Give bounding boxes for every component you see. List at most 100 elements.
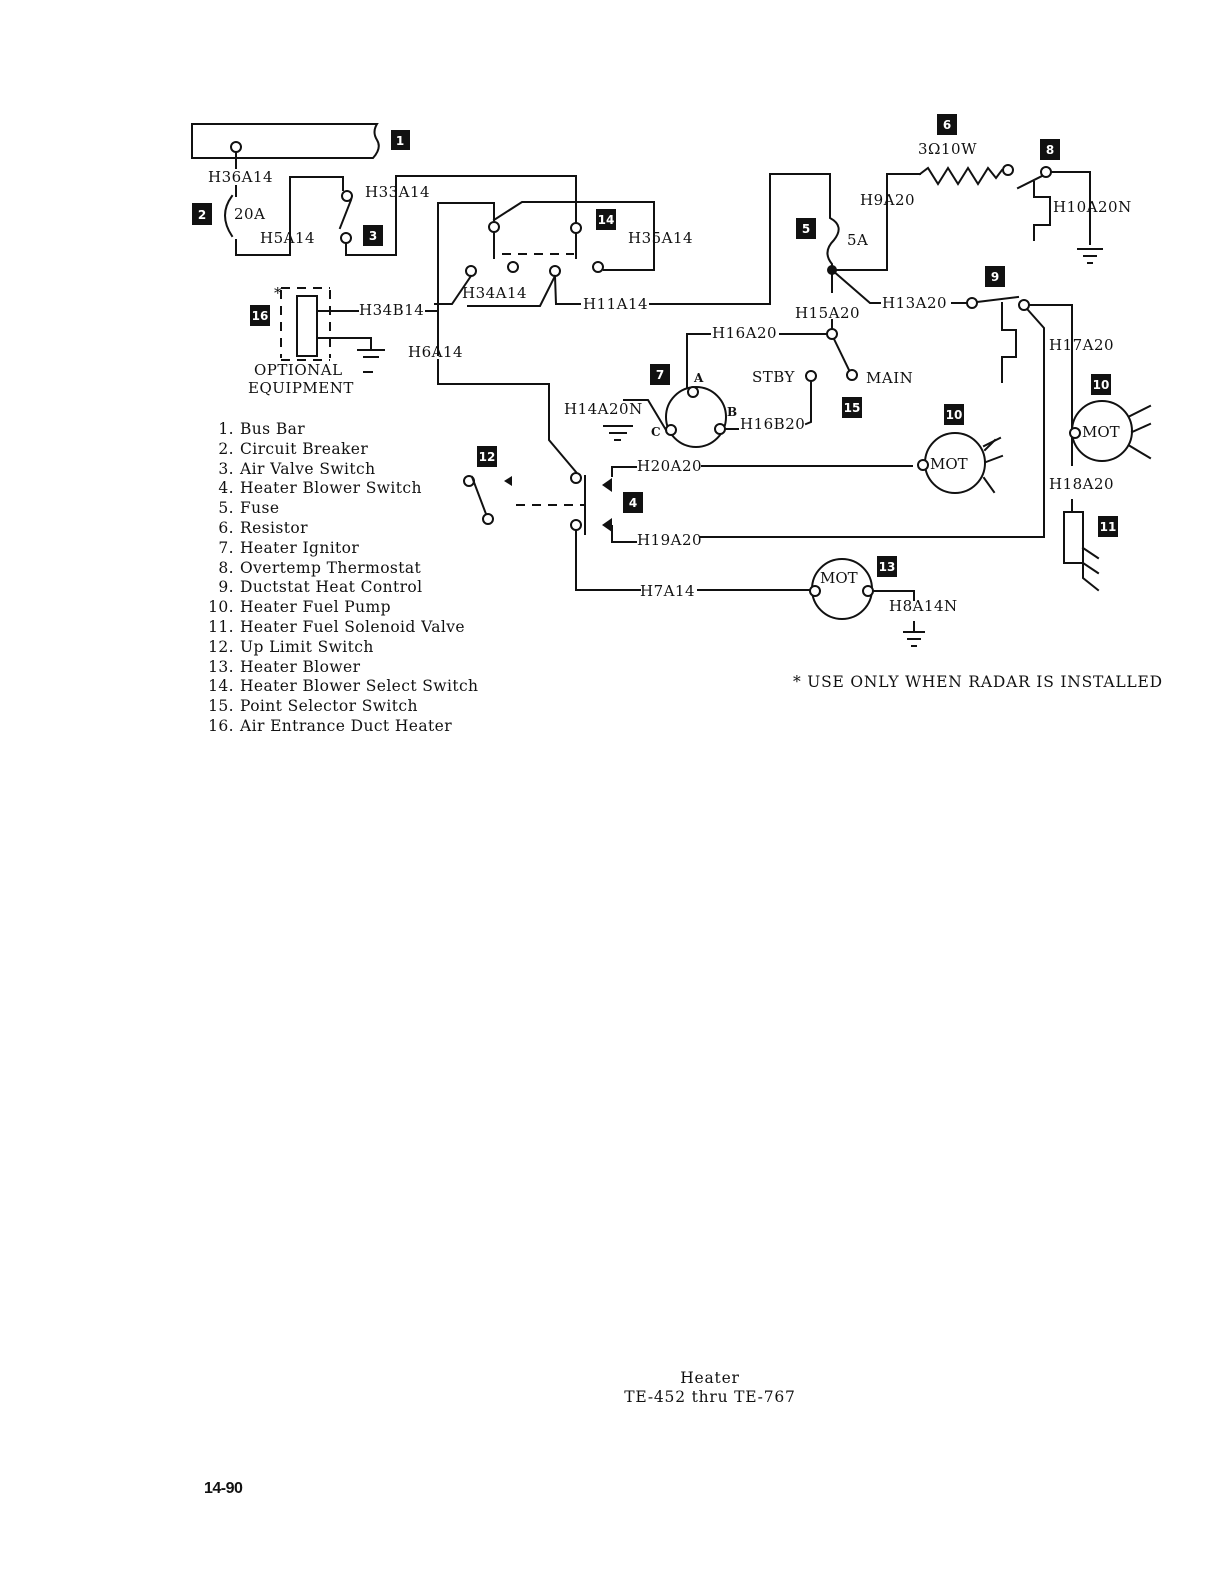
point-selector-switch	[686, 319, 858, 426]
wire-label-h17a20: H17A20	[1049, 336, 1114, 354]
wire-label-h33a14: H33A14	[365, 183, 430, 201]
bus-bar	[191, 123, 380, 169]
svg-text:15: 15	[844, 401, 861, 415]
svg-text:14: 14	[598, 213, 615, 227]
legend-item: 9.Ductstat Heat Control	[200, 578, 478, 598]
legend-item: 16. Air Entrance Duct Heater	[200, 717, 478, 737]
legend-item-label: Heater Fuel Pump	[240, 598, 391, 617]
legend-item-label: Resistor	[240, 518, 308, 537]
legend-item: 3. Air Valve Switch	[200, 460, 478, 480]
legend-item: 12. Up Limit Switch	[200, 638, 478, 658]
svg-text:9: 9	[991, 270, 999, 284]
optional-label: OPTIONAL	[254, 361, 343, 379]
svg-text:MOT: MOT	[1082, 423, 1120, 441]
wire-label-h14a20n: H14A20N	[564, 400, 643, 418]
legend-item: 8.Overtemp Thermostat	[200, 559, 478, 579]
legend-item: 7.Heater Ignitor	[200, 539, 478, 559]
wire-label-h20a20: H20A20	[637, 457, 702, 475]
fuel-solenoid-valve	[1063, 511, 1100, 592]
legend-item-label: Heater Blower Switch	[240, 479, 422, 498]
svg-text:12: 12	[479, 450, 496, 464]
wire-label-h10a20n: H10A20N	[1053, 198, 1132, 216]
legend-item-label: Air Valve Switch	[240, 459, 376, 478]
radar-footnote: * USE ONLY WHEN RADAR IS INSTALLED	[793, 673, 1163, 691]
wire-label-h18a20: H18A20	[1049, 475, 1114, 493]
ductstat-heat-control	[699, 295, 1073, 538]
wire-label-h9a20: H9A20	[860, 191, 915, 209]
overtemp-thermostat	[1016, 166, 1103, 264]
svg-text:7: 7	[656, 368, 664, 382]
figure-caption: Heater TE-452 thru TE-767	[600, 1369, 820, 1407]
wire-label-h34b14: H34B14	[359, 301, 424, 319]
fuse-rating: 5A	[847, 231, 868, 249]
legend-item-number: 12.	[208, 637, 234, 656]
fuel-pump-motor: MOT	[917, 432, 1004, 494]
wire-label-h34a14: H34A14	[462, 284, 527, 302]
badge-1: 1	[391, 130, 410, 150]
breaker-rating: 20A	[234, 205, 265, 223]
legend-item-number: 7.	[218, 538, 234, 557]
badge-14: 14	[596, 209, 616, 230]
badge-13: 13	[877, 556, 897, 577]
legend-item: 5.Fuse	[200, 499, 478, 519]
svg-text:5: 5	[802, 222, 810, 236]
switch-main-label: MAIN	[866, 369, 913, 387]
legend-item-number: 4.	[218, 479, 234, 498]
legend-item-number: 16.	[208, 716, 234, 735]
badge-10-left: 10	[944, 404, 964, 425]
svg-text:4: 4	[629, 496, 637, 510]
badge-7: 7	[650, 364, 670, 385]
badge-2: 2	[192, 203, 212, 225]
legend-item-label: Circuit Breaker	[240, 439, 369, 458]
wire-label-h5a14: H5A14	[260, 229, 315, 247]
badge-16: 16	[250, 305, 270, 326]
legend-item-label: Fuse	[240, 499, 280, 518]
legend-item: 14.Heater Blower Select Switch	[200, 677, 478, 697]
legend-item-label: Heater Blower	[240, 657, 361, 676]
wire-label-h16a20: H16A20	[712, 324, 777, 342]
heater-ignitor	[603, 386, 739, 448]
badge-9: 9	[985, 266, 1005, 287]
legend-item-label: Bus Bar	[240, 420, 306, 438]
wire-label-h6a14: H6A14	[408, 343, 463, 361]
legend-item: 1. Bus Bar	[200, 420, 478, 440]
badge-4: 4	[623, 492, 643, 513]
wire-label-h35a14: H35A14	[628, 229, 693, 247]
legend-item-number: 10.	[208, 598, 234, 617]
legend-item: 4. Heater Blower Switch	[200, 479, 478, 499]
legend-item-label: Up Limit Switch	[240, 637, 374, 656]
badge-6: 6	[937, 114, 957, 135]
legend-item-number: 13.	[208, 657, 234, 676]
legend-item-number: 1.	[218, 420, 234, 438]
legend-item-number: 8.	[218, 558, 234, 577]
wire-label-h36a14: H36A14	[208, 168, 273, 186]
caption-subtitle: TE-452 thru TE-767	[624, 1388, 796, 1406]
wire-label-h16b20: H16B20	[740, 415, 805, 433]
svg-text:16: 16	[252, 309, 269, 323]
wire-label-h15a20: H15A20	[795, 304, 860, 322]
svg-text:8: 8	[1046, 143, 1054, 157]
legend-item-label: Point Selector Switch	[240, 697, 418, 716]
fuse	[826, 173, 921, 304]
legend-item: 15.Point Selector Switch	[200, 697, 478, 717]
ignitor-terminal-a: A	[693, 371, 704, 385]
heater-blower-switch	[570, 466, 641, 591]
legend-item: 13. Heater Blower	[200, 658, 478, 678]
svg-text:MOT: MOT	[820, 569, 858, 587]
switch-stby-label: STBY	[752, 368, 796, 386]
svg-text:10: 10	[946, 408, 963, 422]
legend-item-label: Ductstat Heat Control	[240, 578, 423, 597]
badge-3: 3	[363, 225, 383, 246]
legend-item: 2.Circuit Breaker	[200, 440, 478, 460]
wire-label-h7a14: H7A14	[640, 582, 695, 600]
legend-item-number: 3.	[218, 459, 234, 478]
svg-text:3: 3	[369, 229, 377, 243]
svg-text:6: 6	[943, 118, 951, 132]
heater-blower-motor: MOT	[697, 558, 925, 647]
page-number: 14-90	[204, 1480, 243, 1497]
legend-item-label: Air Entrance Duct Heater	[240, 716, 453, 735]
equipment-label: EQUIPMENT	[248, 379, 354, 397]
svg-text:10: 10	[1093, 378, 1110, 392]
